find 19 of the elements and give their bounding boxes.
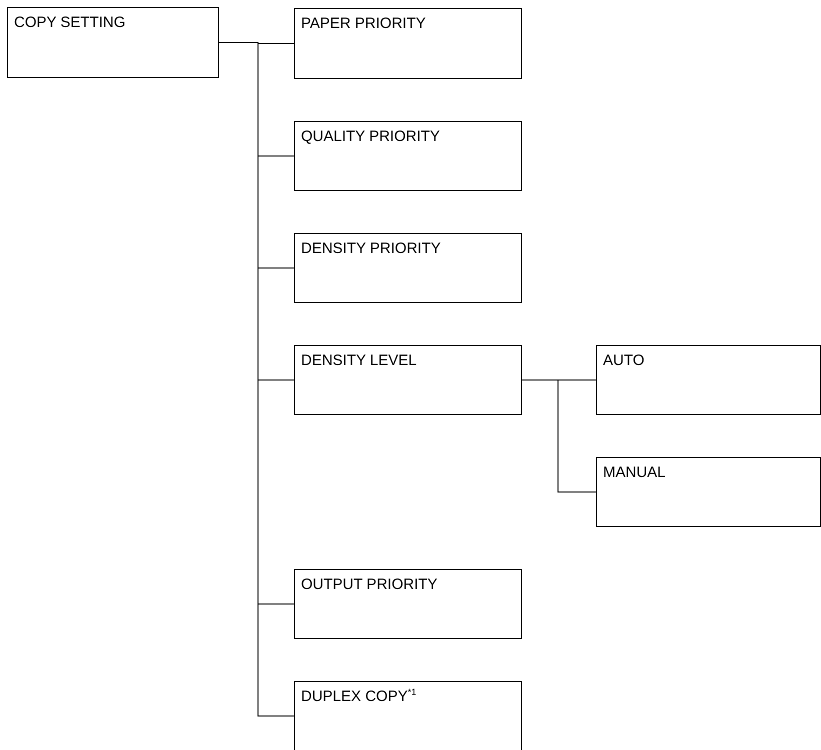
menu-box (294, 345, 522, 415)
menu-box (294, 233, 522, 303)
menu-box (294, 121, 522, 191)
menu-box (596, 345, 821, 415)
menu-box (596, 457, 821, 527)
connector-line (522, 380, 596, 492)
menu-label: MANUAL (603, 464, 666, 482)
menu-box (7, 7, 219, 78)
menu-box (294, 8, 522, 79)
menu-label: DUPLEX COPY$^{*1}$ (301, 688, 416, 706)
menu-label: OUTPUT PRIORITY (301, 576, 438, 594)
menu-label: COPY SETTING (14, 14, 126, 32)
menu-box (294, 681, 522, 750)
menu-label: DENSITY PRIORITY (301, 240, 441, 258)
menu-label: PAPER PRIORITY (301, 15, 426, 33)
menu-label: DENSITY LEVEL (301, 352, 417, 370)
menu-box (294, 569, 522, 639)
menu-label: QUALITY PRIORITY (301, 128, 440, 146)
menu-label: AUTO (603, 352, 644, 370)
